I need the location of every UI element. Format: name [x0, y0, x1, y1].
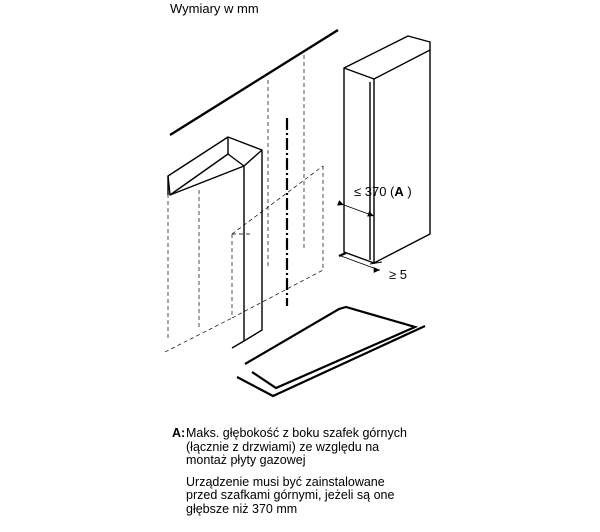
depth-dimension	[337, 196, 375, 223]
dimensions-heading: Wymiary w mm	[170, 1, 259, 16]
legend: A: Maks. głębokość z boku szafek górnych…	[172, 426, 592, 517]
legend-key: A:	[172, 426, 186, 440]
left-wall-cabinet	[167, 136, 263, 349]
depth-dimension-label: ≤ 370 (A )	[354, 184, 412, 199]
installation-diagram: ≤ 370 (A ) ≥ 5	[164, 28, 431, 398]
right-wall-cabinet	[343, 35, 431, 264]
legend-description: Maks. głębokość z boku szafek górnych (ł…	[186, 426, 592, 468]
legend-note-line: przed szafkami górnymi, jeżeli są one	[186, 488, 395, 502]
wall-top-line	[169, 28, 339, 137]
hood-hidden-lines	[164, 55, 324, 353]
legend-line: montaż płyty gazowej	[186, 453, 306, 467]
legend-note-line: głębsze niż 370 mm	[186, 501, 298, 516]
gap-dimension-label: ≥ 5	[389, 267, 407, 282]
cooktop-outline	[236, 251, 426, 398]
legend-line: (łącznie z drzwiami) ze względu na	[186, 439, 380, 454]
legend-line: Maks. głębokość z boku szafek górnych	[186, 426, 407, 440]
gap-dimension	[340, 255, 383, 273]
legend-note-line: Urządzenie musi być zainstalowane	[186, 474, 385, 489]
legend-note: Urządzenie musi być zainstalowane przed …	[186, 474, 592, 517]
